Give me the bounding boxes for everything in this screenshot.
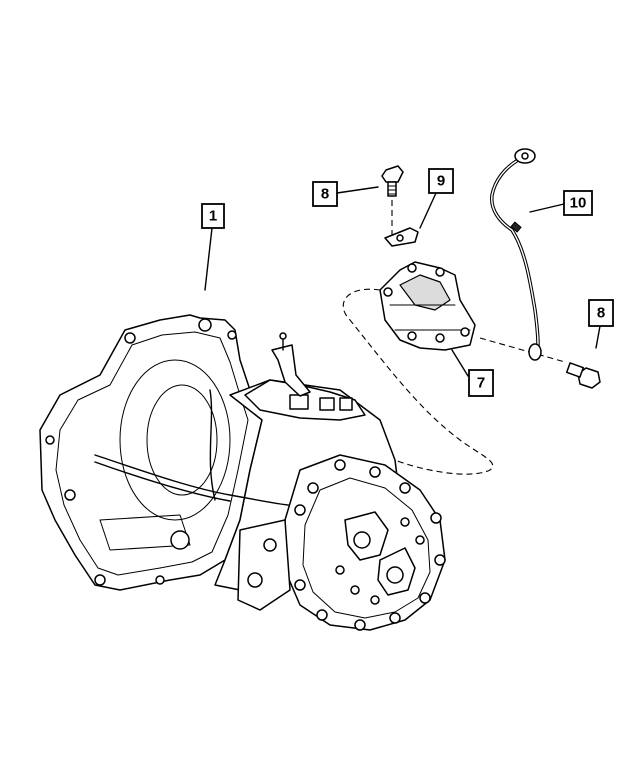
callout-7: 7 (468, 369, 494, 397)
bolt-upper (381, 165, 404, 235)
clip-bracket (384, 227, 419, 247)
leader-1 (204, 227, 213, 291)
callout-label-8-upper: 8 (321, 186, 329, 203)
phantom-outline (342, 288, 493, 475)
callout-label-8-lower: 8 (597, 305, 605, 322)
callout-8-lower: 8 (588, 299, 614, 327)
leader-8a (336, 186, 379, 194)
callout-label-9: 9 (437, 173, 445, 190)
callout-1: 1 (201, 203, 225, 229)
leader-9 (419, 192, 437, 229)
callout-label-10: 10 (570, 195, 587, 212)
callout-8-upper: 8 (312, 181, 338, 207)
callout-label-7: 7 (477, 375, 485, 392)
bolt-lower (479, 337, 601, 389)
leader-10 (529, 203, 565, 213)
ground-strap (490, 148, 542, 361)
transaxle-assembly (39, 314, 446, 631)
leader-7 (451, 349, 469, 377)
callout-label-1: 1 (209, 208, 217, 225)
leader-8b (595, 325, 601, 349)
callout-10: 10 (563, 190, 593, 216)
mount-bracket (342, 261, 493, 475)
callout-9: 9 (428, 168, 454, 194)
